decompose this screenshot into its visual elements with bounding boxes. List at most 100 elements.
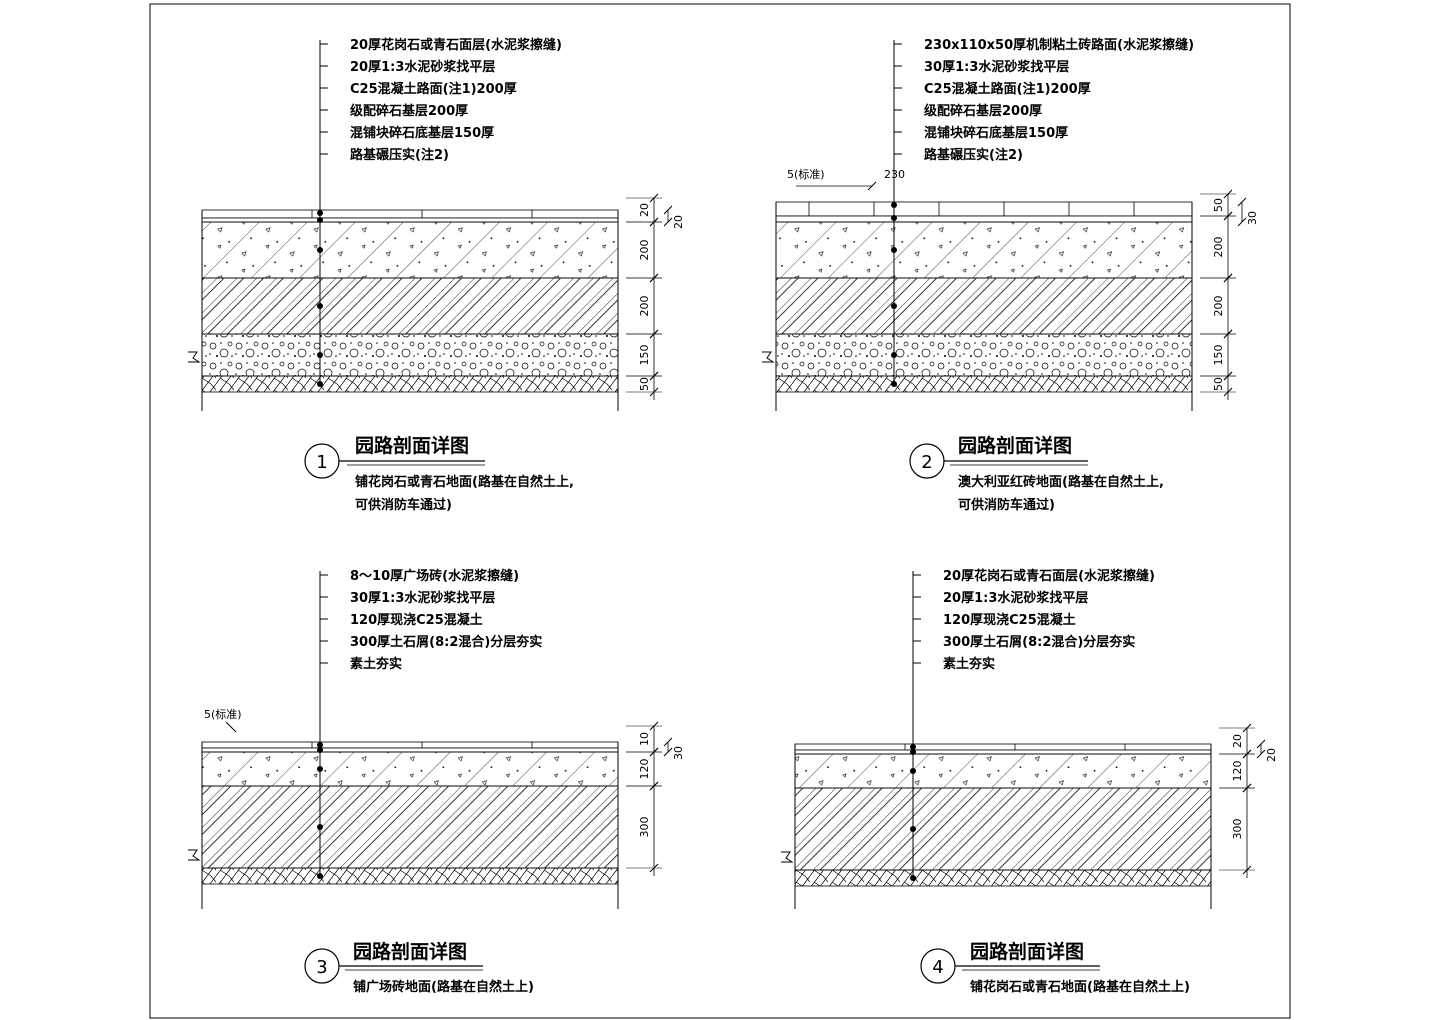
dimension-tick [1242,749,1252,759]
callout-label: 20厚花岗石或青石面层(水泥浆擦缝) [350,37,562,53]
dimension-value: 200 [1212,296,1225,317]
dimension-tick [1223,273,1233,283]
callout-label: 300厚土石屑(8:2混合)分层夯实 [350,634,542,650]
joint-note: 5(标准) [787,167,825,181]
callout-label: 30厚1:3水泥砂浆找平层 [924,59,1069,75]
dimension-tick [649,747,659,757]
leader-dot [317,303,323,309]
leader-dot [891,381,897,387]
break-line-icon [188,351,201,363]
callout-label: 路基碾压实(注2) [350,147,449,163]
leader-dot [891,303,897,309]
detail-number: 4 [932,957,943,978]
dimension-value: 200 [638,296,651,317]
detail-title: 园路剖面详图 [353,940,467,963]
leader-dot [891,352,897,358]
leader-dot [317,247,323,253]
dimension-tick [649,217,659,227]
sheet-border [149,3,1291,1019]
dimension-value: 50 [1212,198,1225,212]
dimension-value: 120 [1231,761,1244,782]
callout-label: 20厚1:3水泥砂浆找平层 [943,590,1088,606]
layer-concrete [775,221,1193,279]
dimension-tick [663,217,673,227]
dimension-value: 30 [672,746,685,760]
layer-concrete [201,221,619,279]
dimension-value: 150 [638,345,651,366]
dimension-tick [649,193,659,203]
layer-mortar [201,217,619,223]
dimension-tick [1223,371,1233,381]
leader-dot [317,381,323,387]
detail-number: 3 [316,957,327,978]
callout-label: C25混凝土路面(注1)200厚 [350,81,517,97]
callout-label: 230x110x50厚机制粘土砖路面(水泥浆擦缝) [924,37,1194,53]
dimension-value: 300 [1231,819,1244,840]
dimension-value: 10 [638,732,651,746]
detail-title: 园路剖面详图 [355,434,469,457]
dimension-tick [1237,197,1247,207]
leader-dot [891,202,897,208]
layer-gravel [201,277,619,335]
dimension-tick [663,205,673,215]
callout-label: 素土夯实 [943,656,995,672]
section-detail-3: 8～10厚广场砖(水泥浆擦缝) 30厚1:3水泥砂浆找平层 120厚现浇C25混凝土… [188,568,685,995]
dimension-tick [1256,739,1266,749]
callout-label: 120厚现浇C25混凝土 [943,612,1076,628]
callout-label: 路基碾压实(注2) [924,147,1023,163]
dimension-tick [1223,211,1233,221]
callout-label: 30厚1:3水泥砂浆找平层 [350,590,495,606]
leader-dot [910,749,916,755]
dimension-value: 300 [638,817,651,838]
detail-subtitle: 铺花岗石或青石地面(路基在自然土上) [970,979,1190,995]
dimension-tick [225,721,237,733]
dimension-tick [649,721,659,731]
layer-paver [201,209,619,219]
leader-dot [317,824,323,830]
layer-paver [794,743,1212,751]
dimension-tick [1223,189,1233,199]
dimension-tick [1223,329,1233,339]
dimension-tick [1256,749,1266,759]
callout-label: 级配碎石基层200厚 [350,103,468,119]
layer-gravel [201,785,619,869]
detail-subtitle: 澳大利亚红砖地面(路基在自然土上, [958,474,1164,490]
dimension-tick [663,737,673,747]
break-line-icon [188,849,201,861]
layer-concrete [794,753,1212,789]
dimension-tick [649,863,659,873]
leader-dot [317,747,323,753]
callout-label: 120厚现浇C25混凝土 [350,612,483,628]
leader-dot [317,210,323,216]
break-line-icon [781,851,794,863]
layer-mortar [201,747,619,753]
detail-subtitle: 可供消防车通过) [355,497,452,513]
callout-label: 混铺块碎石底基层150厚 [350,125,494,141]
dimension-value: 200 [638,240,651,261]
leader-dot [891,247,897,253]
layer-stone [775,333,1193,377]
dimension-value: 20 [672,215,685,229]
dimension-tick [1223,387,1233,397]
leader-dot [910,875,916,881]
dimension-tick [649,273,659,283]
leader-dot [317,766,323,772]
leader-dot [317,742,323,748]
leader-dot [910,768,916,774]
dimension-tick [1237,217,1247,227]
dimension-value: 50 [1212,377,1225,391]
layer-soil [201,867,619,885]
dimension-value: 20 [1231,734,1244,748]
layer-brick [775,201,1193,217]
layer-soil [775,375,1193,393]
leader-dot [317,217,323,223]
callout-label: 8～10厚广场砖(水泥浆擦缝) [350,568,519,584]
dimension-tick [867,181,877,191]
leader-dot [910,826,916,832]
layer-gravel [794,787,1212,871]
dimension-value: 20 [638,203,651,217]
leader-dot [891,215,897,221]
detail-subtitle: 铺广场砖地面(路基在自然土上) [353,979,534,995]
dimension-tick [1242,865,1252,875]
